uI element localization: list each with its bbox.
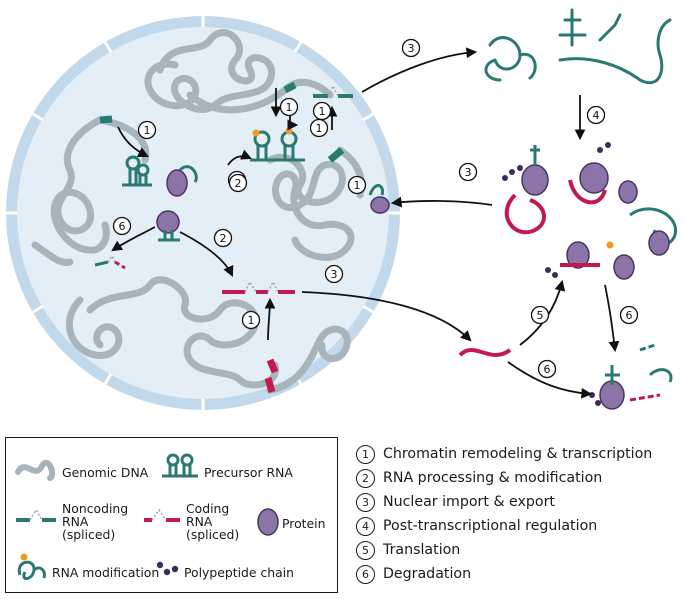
- coding-rna-icon: [144, 508, 180, 522]
- step-marker-circle: [112, 216, 132, 236]
- protein-rna-complex-left: [166, 165, 198, 197]
- polypeptide-dots-upper: [502, 142, 611, 278]
- precursor-rna-icon: [162, 453, 198, 478]
- noncoding-rna-icon: [16, 508, 56, 522]
- step-item: 6 Degradation: [356, 562, 684, 586]
- protein-rna-complex-right: [368, 184, 390, 214]
- precursor-rna-group-left: [122, 155, 152, 187]
- precursor-rna-modified-top: [250, 130, 305, 162]
- coding-rna-cytoplasm: [458, 348, 512, 357]
- step-label: Chromatin remodeling & transcription: [383, 446, 653, 462]
- step-number: 5: [356, 540, 375, 560]
- step-marker-circle: [241, 310, 261, 330]
- step-marker-circle: [458, 162, 478, 182]
- polypeptide-chain-icon: [156, 561, 179, 576]
- modification-dot: [252, 129, 260, 137]
- translation-degradation-complex: [589, 343, 673, 410]
- step-marker-number: 2: [220, 232, 227, 245]
- step-marker-circle: [213, 228, 233, 248]
- step-number: 2: [356, 468, 375, 488]
- protein-rna-complex-center: [156, 210, 180, 242]
- legend-noncoding-line1: Noncoding: [62, 501, 129, 516]
- step-item: 5 Translation: [356, 538, 684, 562]
- coding-rna-spliced-center: [222, 280, 295, 294]
- step-marker-number: 6: [626, 309, 633, 322]
- legend-rna-modification: RNA modification: [52, 565, 160, 580]
- legend-protein: Protein: [282, 516, 326, 531]
- protein-icon: [257, 508, 279, 536]
- step-label: Nuclear import & export: [383, 494, 555, 510]
- step-label: Degradation: [383, 566, 472, 582]
- legend-icons: [15, 453, 279, 580]
- rna-modification-icon: [17, 553, 46, 580]
- legend-noncoding-line3: (spliced): [62, 527, 116, 542]
- step-marker-circle: [347, 175, 367, 195]
- legend-precursor-rna: Precursor RNA: [204, 465, 293, 480]
- step-marker-number: 4: [593, 109, 600, 122]
- legend-polypeptide-chain: Polypeptide chain: [184, 565, 295, 580]
- step-marker-number: 2: [235, 177, 242, 190]
- step-label: Post-transcriptional regulation: [383, 518, 598, 534]
- legend-coding-line1: Coding: [186, 501, 230, 516]
- step-number: 1: [356, 444, 375, 464]
- step-marker-circle: [530, 305, 550, 325]
- step-item: 1 Chromatin remodeling & transcription: [356, 442, 684, 466]
- step-marker-number: 1: [316, 122, 323, 135]
- legend: Genomic DNA Precursor RNA Noncoding RNA …: [5, 437, 338, 593]
- step-marker-number: 6: [119, 220, 126, 233]
- step-marker-circle: [619, 305, 639, 325]
- post-transcriptional-complexes: [504, 145, 677, 280]
- step-marker-number: 1: [248, 314, 255, 327]
- step-item: 3 Nuclear import & export: [356, 490, 684, 514]
- step-marker-circle: [312, 101, 332, 121]
- step-marker-number: 1: [319, 105, 326, 118]
- step-item: 4 Post-transcriptional regulation: [356, 514, 684, 538]
- genomic-dna-icon: [15, 459, 56, 481]
- legend-coding-rna: Coding RNA (spliced): [186, 502, 239, 541]
- step-marker-circle: [279, 97, 299, 117]
- legend-noncoding-rna: Noncoding RNA (spliced): [62, 502, 128, 541]
- nuclear-pores: [6, 16, 400, 410]
- step-marker-circle: [137, 120, 157, 140]
- step-marker-number: 3: [331, 268, 338, 281]
- legend-coding-line2: RNA: [186, 514, 213, 529]
- step-marker-number: 5: [537, 309, 544, 322]
- modification-dot: [285, 127, 293, 135]
- diagram-step-markers: 11112261123334566: [112, 38, 639, 379]
- exported-ncrnas: [484, 8, 672, 84]
- step-label: RNA processing & modification: [383, 470, 603, 486]
- step-marker-circle: [324, 264, 344, 284]
- step-item: 2 RNA processing & modification: [356, 466, 684, 490]
- step-label: Translation: [383, 542, 461, 558]
- step-number: 3: [356, 492, 375, 512]
- step-marker-circle: [537, 359, 557, 379]
- step-marker-circle: [228, 173, 248, 193]
- gene-segments: [99, 81, 345, 393]
- step-number: 6: [356, 564, 375, 584]
- step-marker-number: 1: [286, 101, 293, 114]
- legend-coding-line3: (spliced): [186, 527, 240, 542]
- step-number: 4: [356, 516, 375, 536]
- step-marker-number: 3: [408, 42, 415, 55]
- legend-genomic-dna: Genomic DNA: [62, 465, 149, 480]
- noncoding-rna-spliced-top: [313, 84, 353, 98]
- step-marker-circle: [401, 38, 421, 58]
- step-marker-number: 1: [354, 179, 361, 192]
- step-marker-number: 1: [144, 124, 151, 137]
- step-marker-number: 6: [544, 363, 551, 376]
- legend-noncoding-line2: RNA: [62, 514, 89, 529]
- step-marker-number: 3: [465, 166, 472, 179]
- degraded-rna-fragments: [94, 254, 126, 270]
- step-marker-circle: [586, 105, 606, 125]
- process-arrows: [111, 47, 620, 399]
